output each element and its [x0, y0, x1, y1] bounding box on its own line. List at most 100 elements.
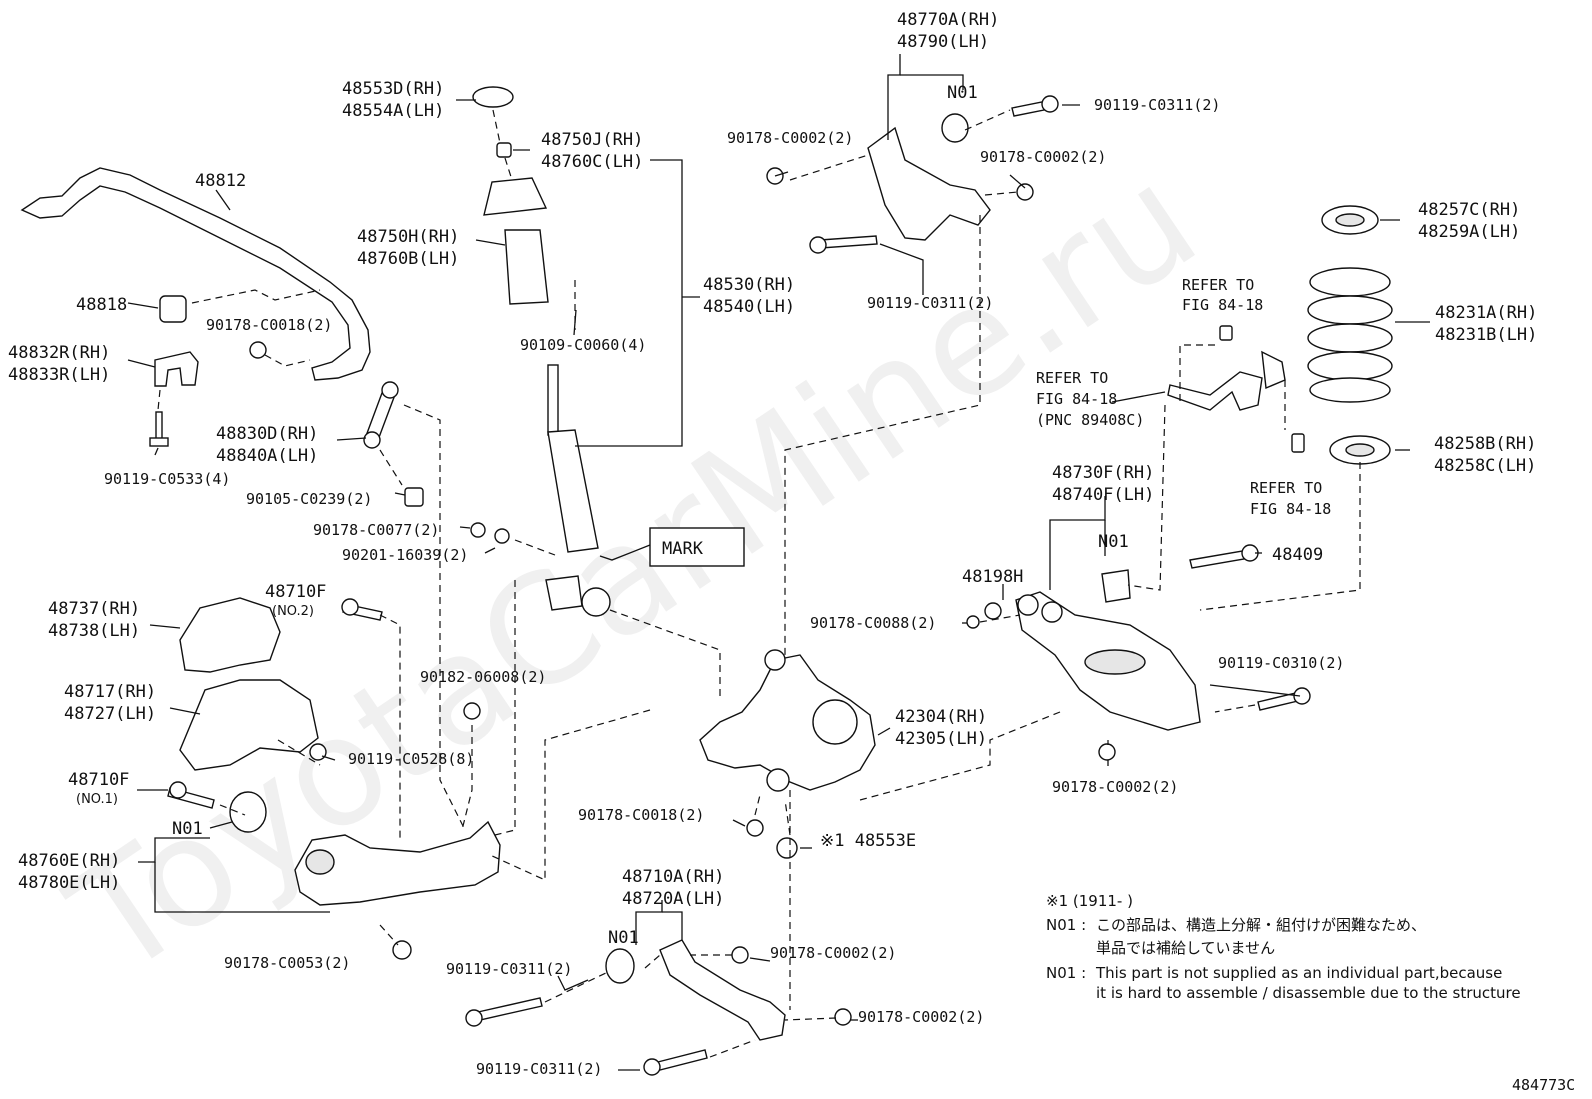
bolt-head-shape	[149, 437, 169, 447]
notes-block: ※1 (1911- ) N01 : この部品は、構造上分解・組付けが困難なため、…	[1046, 892, 1521, 1002]
link-joint-bottom-shape	[363, 431, 381, 449]
label-refer1-line2: FIG 84-18	[1182, 296, 1263, 314]
bolt-head-shape	[809, 236, 827, 254]
label-n01-a: N01	[172, 819, 203, 839]
label-48760e-rh: 48760E(RH)	[18, 851, 120, 871]
note-n01-en-key: N01 :	[1046, 964, 1086, 982]
label-48409: 48409	[1272, 545, 1323, 565]
label-42304-rh: 42304(RH)	[895, 707, 987, 727]
note-asterisk: ※1 (1911- )	[1046, 892, 1133, 910]
label-90178-c0018-a: 90178-C0018(2)	[206, 316, 332, 334]
label-n01-d: N01	[608, 928, 639, 948]
rod-shape	[547, 364, 559, 436]
link-joint-top-shape	[381, 381, 399, 399]
part-labels: 48553D(RH) 48554A(LH) 48750J(RH) 48760C(…	[8, 10, 1537, 1078]
nut-shape	[404, 487, 424, 507]
label-48258b-lh: 48258C(LH)	[1434, 456, 1536, 476]
upper-seat-inner-shape	[1335, 213, 1365, 227]
knuckle-bushing-shape	[766, 768, 790, 792]
bolt-head-shape	[1041, 95, 1059, 113]
shock-eye-shape	[581, 587, 611, 617]
label-48832r-rh: 48832R(RH)	[8, 343, 110, 363]
label-90119-c0311-b: 90119-C0311(2)	[867, 294, 993, 312]
bolt-head-shape	[341, 598, 359, 616]
label-48770a-lh: 48790(LH)	[897, 32, 989, 52]
knuckle-hub-shape	[812, 699, 858, 745]
nut-shape	[463, 702, 481, 720]
label-48760e-lh: 48780E(LH)	[18, 873, 120, 893]
label-48717-lh: 48727(LH)	[64, 704, 156, 724]
label-90182-06008: 90182-06008(2)	[420, 668, 546, 686]
arm-bracket-shape	[179, 679, 319, 771]
arm-cover-shape	[179, 597, 281, 673]
label-48730f-lh: 48740F(LH)	[1052, 485, 1154, 505]
label-48730f-rh: 48730F(RH)	[1052, 463, 1154, 483]
trailing-arm-shape	[294, 820, 501, 906]
label-48710f-no1: 48710F	[68, 770, 129, 790]
label-48710a-rh: 48710A(RH)	[622, 867, 724, 887]
note-n01-jp-line1: この部品は、構造上分解・組付けが困難なため、	[1096, 916, 1426, 934]
label-48258b-rh: 48258B(RH)	[1434, 434, 1536, 454]
bolt-shape	[477, 997, 543, 1021]
label-90178-c0018-b: 90178-C0018(2)	[578, 806, 704, 824]
bushing-shape	[941, 113, 969, 143]
knuckle-shape	[699, 654, 876, 791]
bolt-shape	[1291, 433, 1305, 453]
bushing-shape	[776, 837, 798, 859]
coil-spring-shape	[1307, 267, 1393, 403]
knuckle-bushing-shape	[764, 649, 786, 671]
label-48830d-lh: 48840A(LH)	[216, 446, 318, 466]
label-42304-lh: 42305(LH)	[895, 729, 987, 749]
note-n01-en-line1: This part is not supplied as an individu…	[1095, 964, 1502, 982]
figure-id: 484773C	[1512, 1076, 1575, 1094]
upper-support-shape	[483, 177, 548, 216]
label-90178-c0002-a: 90178-C0002(2)	[727, 129, 853, 147]
leader-lines	[127, 54, 1430, 1071]
label-90119-c0311-c: 90119-C0311(2)	[446, 960, 572, 978]
note-n01-en-line2: it is hard to assemble / disassemble due…	[1096, 984, 1521, 1002]
label-refer1-line1: REFER TO	[1182, 276, 1254, 294]
toe-arm-shape	[659, 939, 786, 1041]
lower-seat-inner-shape	[1345, 443, 1375, 457]
label-90178-c0002-e: 90178-C0002(2)	[858, 1008, 984, 1026]
bolt-shape	[309, 743, 327, 761]
nut-shape	[966, 615, 980, 629]
label-48750h-rh: 48750H(RH)	[357, 227, 459, 247]
label-90119-c0528: 90119-C0528(8)	[348, 750, 474, 768]
nut-shape	[1098, 743, 1116, 761]
bolt-head-shape	[465, 1009, 483, 1027]
shock-body-shape	[547, 429, 599, 553]
label-90178-c0002-d: 90178-C0002(2)	[770, 944, 896, 962]
nut-shape	[496, 142, 512, 158]
spring-seat-recess-shape	[1084, 649, 1146, 675]
part-graphics	[20, 86, 1393, 1076]
bolt-shape	[1219, 325, 1233, 341]
label-48553e: ※1 48553E	[820, 831, 916, 851]
lower-arm-eye-shape	[1041, 601, 1063, 623]
bushing-bracket-shape	[154, 351, 199, 387]
label-90119-c0311-a: 90119-C0311(2)	[1094, 96, 1220, 114]
bushing-shape	[605, 948, 635, 984]
label-48530-lh: 48540(LH)	[703, 297, 795, 317]
label-90178-c0077: 90178-C0077(2)	[313, 521, 439, 539]
dust-boot-shape	[504, 229, 549, 305]
label-48737-lh: 48738(LH)	[48, 621, 140, 641]
label-refer2-line3: (PNC 89408C)	[1036, 411, 1144, 429]
label-48717-rh: 48717(RH)	[64, 682, 156, 702]
height-sensor-shape	[1261, 350, 1286, 390]
label-90119-c0310: 90119-C0310(2)	[1218, 654, 1344, 672]
label-n01-b: N01	[947, 83, 978, 103]
label-48812: 48812	[195, 171, 246, 191]
dashed-connections	[157, 109, 1361, 1058]
label-48231a-rh: 48231A(RH)	[1435, 303, 1537, 323]
note-n01-jp-line2: 単品では補給していません	[1096, 939, 1275, 957]
bolt-head-shape	[643, 1058, 661, 1076]
label-90119-c0311-d: 90119-C0311(2)	[476, 1060, 602, 1078]
label-48750j-lh: 48760C(LH)	[541, 152, 643, 172]
label-90178-c0002-c: 90178-C0002(2)	[1052, 778, 1178, 796]
nut-shape	[1016, 183, 1034, 201]
label-90178-c0088: 90178-C0088(2)	[810, 614, 936, 632]
label-48737-rh: 48737(RH)	[48, 599, 140, 619]
label-48830d-rh: 48830D(RH)	[216, 424, 318, 444]
